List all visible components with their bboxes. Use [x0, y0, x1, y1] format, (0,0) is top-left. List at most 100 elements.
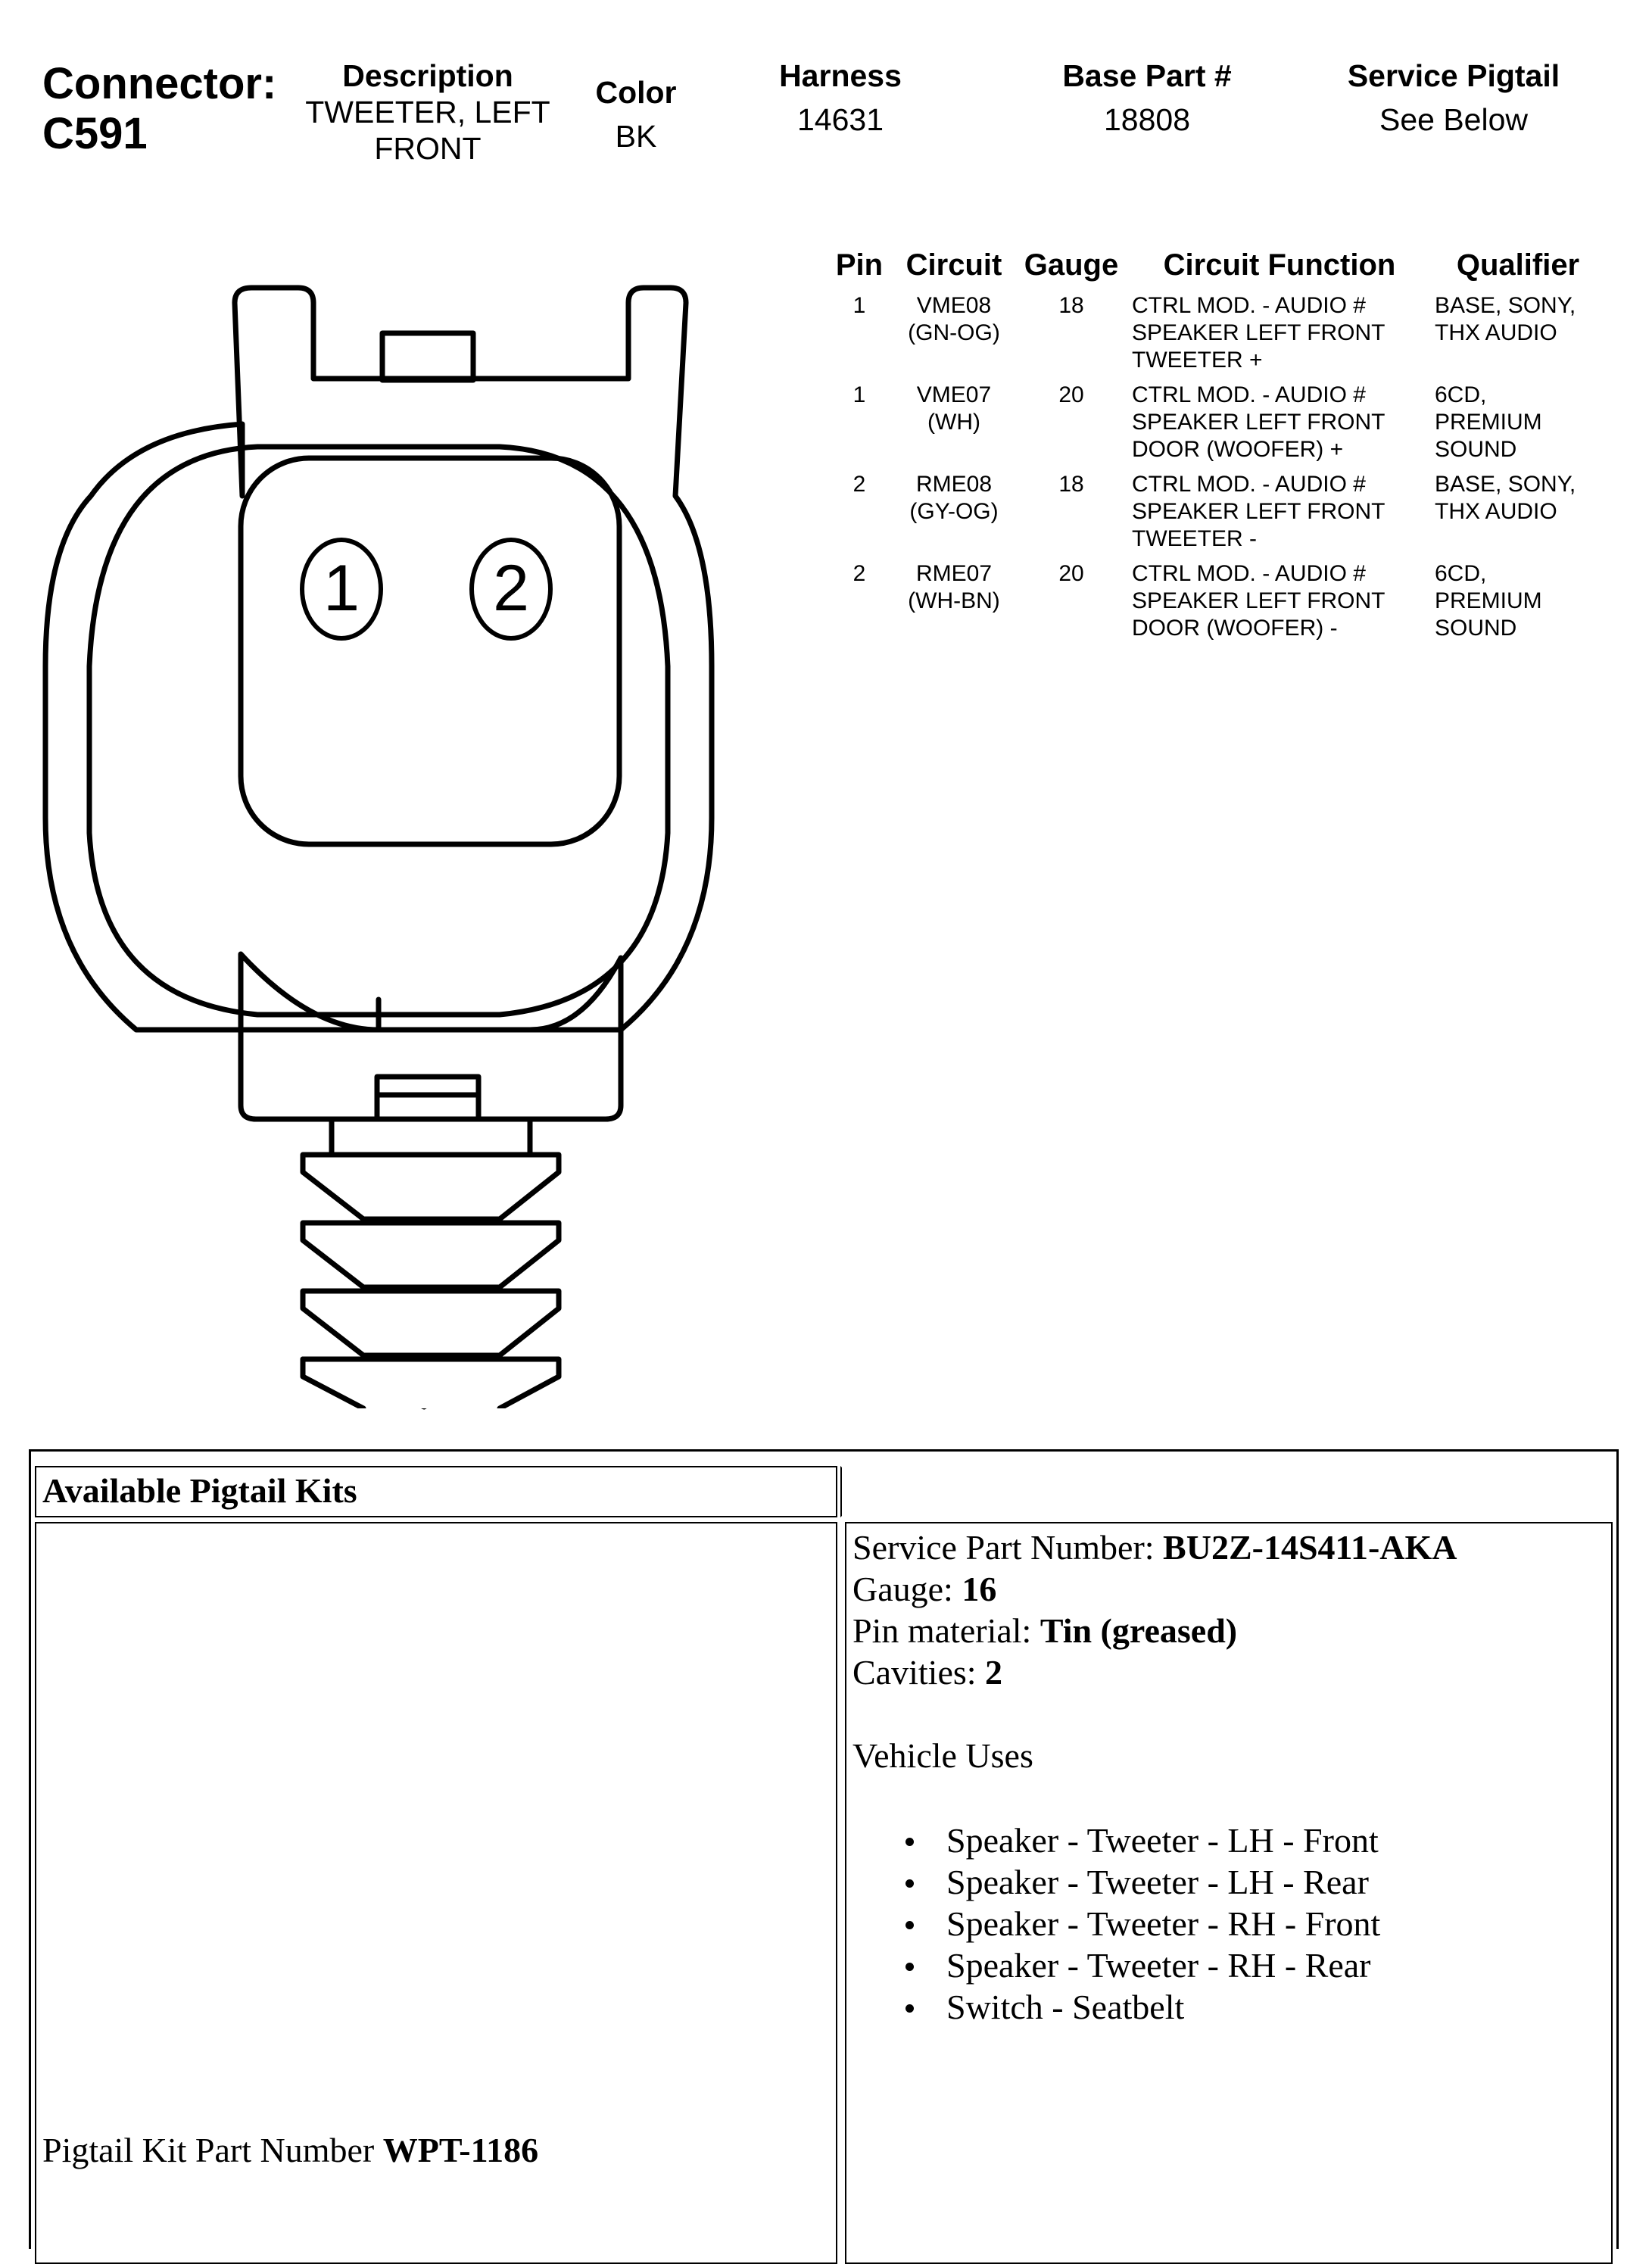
- connector-title: Connector: C591: [42, 59, 276, 159]
- qualifier-cell-line: SOUND: [1435, 616, 1517, 641]
- gauge-label: Gauge:: [852, 1570, 953, 1608]
- gauge-line: Gauge: 16: [852, 1568, 1605, 1610]
- function-cell-line: DOOR (WOOFER) -: [1132, 616, 1338, 641]
- pigtail-title-spacer: [840, 1466, 1614, 1517]
- list-item: Speaker - Tweeter - LH - Front: [852, 1820, 1605, 1861]
- function-cell-line: SPEAKER LEFT FRONT: [1132, 320, 1385, 345]
- cavities-value: 2: [985, 1653, 1003, 1692]
- service-part-line: Service Part Number: BU2Z-14S411-AKA: [852, 1526, 1605, 1568]
- pin-cell: 1: [825, 292, 893, 320]
- pin-2-number: 2: [493, 552, 529, 625]
- pin-table-header-pin: Pin: [835, 248, 884, 282]
- vehicle-uses-label: Vehicle Uses: [852, 1736, 1033, 1775]
- pin-table-header-circuit: Circuit: [905, 248, 1002, 282]
- circuit-cell-line: RME08: [915, 472, 993, 497]
- gauge-cell-line: 18: [1058, 293, 1084, 318]
- connector-inner-outline: [86, 444, 671, 1018]
- description-value-line2: FRONT: [374, 131, 482, 166]
- cavities-line: Cavities: 2: [852, 1651, 1605, 1693]
- list-item: Switch - Seatbelt: [852, 1986, 1605, 2028]
- gauge-cell-line: 20: [1058, 561, 1084, 586]
- function-cell-line: SPEAKER LEFT FRONT: [1132, 410, 1385, 435]
- list-item: Speaker - Tweeter - LH - Rear: [852, 1861, 1605, 1903]
- connector-latch: [379, 330, 476, 383]
- pin-cell-line: 2: [852, 472, 866, 497]
- description-value-line1: TWEETER, LEFT: [305, 95, 550, 129]
- color-label: Color: [595, 75, 677, 110]
- connector-id: C591: [42, 109, 148, 158]
- base-part-label: Base Part #: [1062, 58, 1232, 93]
- pin-material-value: Tin (greased): [1040, 1611, 1238, 1650]
- qualifier-cell-line: 6CD,: [1435, 382, 1487, 407]
- vehicle-uses-list: Speaker - Tweeter - LH - Front Speaker -…: [852, 1820, 1605, 2028]
- gauge-cell: 20: [1018, 382, 1124, 409]
- connector-neck: [329, 1116, 533, 1158]
- pin-cell-line: 1: [852, 382, 866, 407]
- pin-table-header-function: Circuit Function: [1163, 248, 1396, 282]
- pigtail-section-title: Available Pigtail Kits: [42, 1471, 357, 1510]
- circuit-cell-line: RME07: [915, 561, 993, 586]
- qualifier-cell-line: PREMIUM: [1435, 410, 1542, 435]
- pigtail-kit-part: Pigtail Kit Part Number WPT-1186: [42, 2129, 538, 2171]
- cavities-label: Cavities:: [852, 1653, 977, 1692]
- gauge-cell: 20: [1018, 560, 1124, 588]
- gauge-cell: 18: [1018, 471, 1124, 498]
- pin-2-circle: 2: [469, 538, 553, 641]
- pin-cell-line: 2: [852, 561, 866, 586]
- pin-table-header-qualifier: Qualifier: [1456, 248, 1580, 282]
- connector-skirt: [238, 951, 624, 1033]
- pigtail-title-cell: Available Pigtail Kits: [35, 1466, 837, 1517]
- function-cell: CTRL MOD. - AUDIO #SPEAKER LEFT FRONT TWE…: [1132, 292, 1435, 374]
- gauge-cell-line: 20: [1058, 382, 1084, 407]
- qualifier-cell-line: THX AUDIO: [1435, 320, 1557, 345]
- function-cell-line: SPEAKER LEFT FRONT: [1132, 499, 1385, 524]
- connector-diagram: [42, 285, 715, 1408]
- function-cell-line: TWEETER +: [1132, 348, 1263, 373]
- qualifier-cell: BASE, SONY,THX AUDIO: [1435, 292, 1601, 347]
- gauge-cell-line: 18: [1058, 472, 1084, 497]
- pigtail-kit-part-value: WPT-1186: [382, 2131, 539, 2169]
- connector-center-tab: [374, 1074, 482, 1122]
- harness-column: Harness 14631: [750, 58, 931, 138]
- pin-cell: 2: [825, 560, 893, 588]
- pin-1-circle: 1: [300, 538, 383, 641]
- description-column: Description TWEETER, LEFT FRONT: [288, 58, 568, 167]
- circuit-cell-line: (GN-OG): [908, 320, 1000, 345]
- qualifier-cell-line: BASE, SONY,: [1435, 472, 1576, 497]
- function-cell-line: DOOR (WOOFER) +: [1132, 437, 1344, 462]
- circuit-cell-line: VME08: [916, 293, 992, 318]
- pin-cell-line: 1: [852, 293, 866, 318]
- color-value: BK: [615, 119, 657, 154]
- circuit-cell-line: (WH): [927, 410, 980, 435]
- pin-1-number: 1: [323, 552, 360, 625]
- function-cell-line: CTRL MOD. - AUDIO #: [1132, 561, 1366, 586]
- pigtail-section: [29, 1449, 1619, 2249]
- circuit-cell-line: (GY-OG): [909, 499, 999, 524]
- circuit-cell: RME07(WH-BN): [897, 560, 1011, 615]
- pigtail-details-cell: Service Part Number: BU2Z-14S411-AKA Gau…: [845, 1522, 1613, 2264]
- circuit-cell: VME07(WH): [897, 382, 1011, 436]
- pin-table-header-gauge: Gauge: [1024, 248, 1119, 282]
- pin-material-line: Pin material: Tin (greased): [852, 1610, 1605, 1651]
- circuit-cell-line: (WH-BN): [908, 588, 1000, 613]
- service-part-value: BU2Z-14S411-AKA: [1163, 1528, 1457, 1567]
- qualifier-cell-line: 6CD,: [1435, 561, 1487, 586]
- connector-housing: [42, 285, 715, 1033]
- service-pigtail-label: Service Pigtail: [1347, 58, 1560, 93]
- qualifier-cell-line: SOUND: [1435, 437, 1517, 462]
- color-column: Color BK: [575, 74, 697, 154]
- qualifier-cell-line: THX AUDIO: [1435, 499, 1557, 524]
- base-part-column: Base Part # 18808: [1030, 58, 1264, 138]
- qualifier-cell: BASE, SONY,THX AUDIO: [1435, 471, 1601, 525]
- function-cell-line: CTRL MOD. - AUDIO #: [1132, 293, 1366, 318]
- pigtail-kit-cell: Pigtail Kit Part Number WPT-1186: [35, 1522, 837, 2264]
- service-pigtail-value: See Below: [1379, 102, 1528, 137]
- function-cell-line: CTRL MOD. - AUDIO #: [1132, 382, 1366, 407]
- circuit-cell: VME08(GN-OG): [897, 292, 1011, 347]
- base-part-value: 18808: [1103, 102, 1190, 137]
- qualifier-cell-line: BASE, SONY,: [1435, 293, 1576, 318]
